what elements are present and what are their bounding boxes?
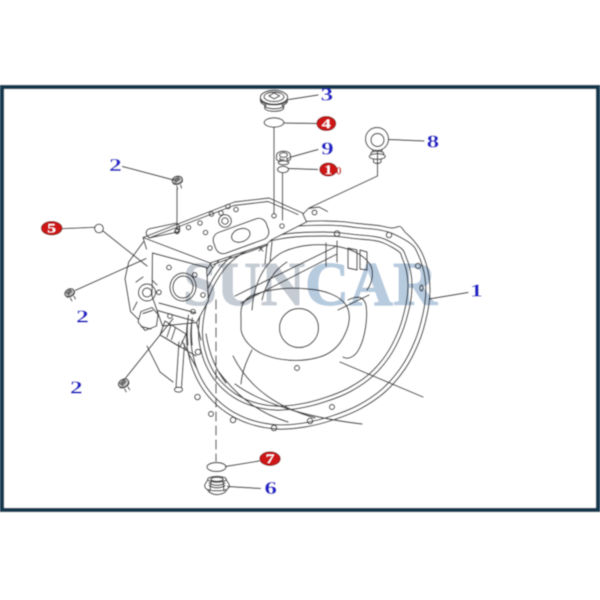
- svg-text:2: 2: [109, 155, 122, 175]
- svg-text:0: 0: [336, 165, 342, 177]
- svg-text:3: 3: [321, 85, 334, 105]
- svg-text:2: 2: [70, 377, 83, 397]
- svg-text:1: 1: [470, 281, 483, 301]
- svg-text:SUNCAR: SUNCAR: [183, 251, 438, 319]
- svg-text:7: 7: [266, 452, 275, 466]
- svg-text:4: 4: [322, 117, 332, 131]
- svg-text:6: 6: [264, 478, 277, 498]
- svg-text:8: 8: [427, 132, 440, 152]
- svg-text:9: 9: [321, 139, 334, 159]
- svg-text:2: 2: [76, 307, 89, 327]
- svg-text:1: 1: [325, 163, 333, 177]
- svg-text:5: 5: [47, 222, 56, 236]
